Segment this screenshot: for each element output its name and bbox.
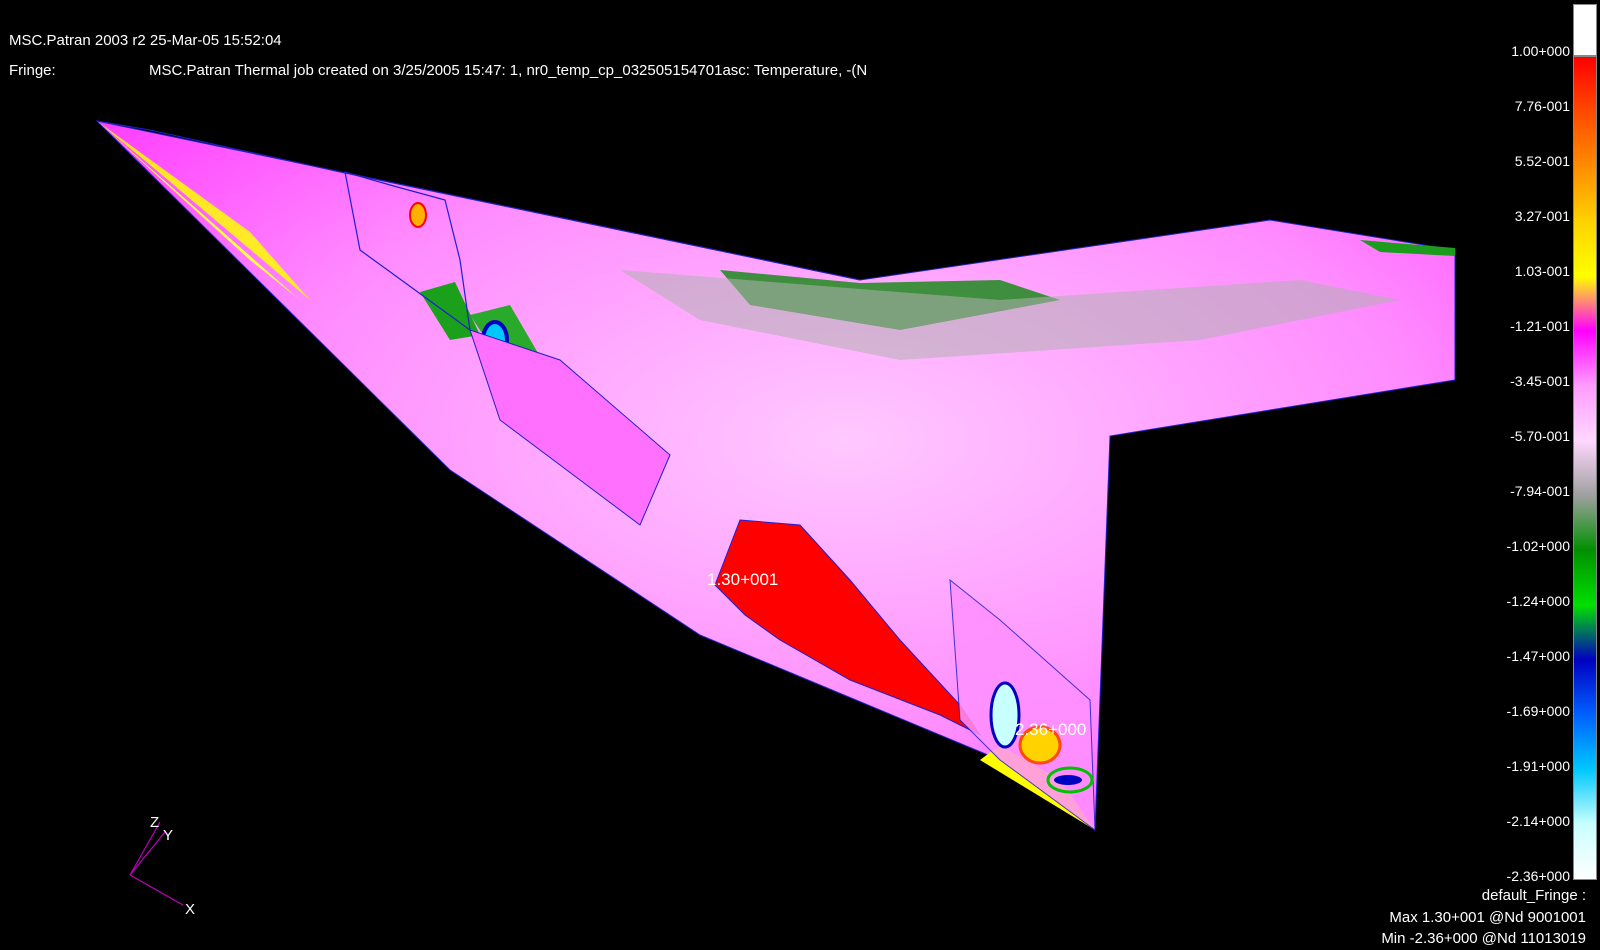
triad-z-label: Z [150, 814, 159, 831]
triad-y-label: Y [163, 827, 173, 844]
footer-min: Min -2.36+000 @Nd 11013019 [1381, 930, 1586, 947]
edge-outline [96, 120, 861, 281]
min-value-marker: 2.36+000 [1015, 720, 1086, 739]
green-wing-edge [1360, 240, 1455, 256]
footer-max: Max 1.30+001 @Nd 9001001 [1389, 909, 1586, 926]
triad-x-label: X [185, 901, 195, 918]
axis-triad: Z Y X [129, 814, 195, 918]
legend-tick-label: -2.36+000 [1506, 868, 1570, 884]
max-value-marker: 1.30+001 [707, 570, 778, 589]
fringe-colorbar [1573, 56, 1597, 880]
fringe-label: Fringe: [9, 62, 56, 79]
aft-blue-hotspot [989, 681, 1021, 749]
grey-upper-region [620, 270, 1400, 360]
legend-tick-label: 7.76-001 [1514, 98, 1570, 114]
legend-tick-label: -1.91+000 [1506, 758, 1570, 774]
legend-tick-label: -1.02+000 [1506, 538, 1570, 554]
app-version-line: MSC.Patran 2003 r2 25-Mar-05 15:52:04 [9, 32, 282, 49]
fuselage-surface [95, 120, 1456, 831]
legend-tick-label: -1.47+000 [1506, 648, 1570, 664]
legend-tick-label: 1.03-001 [1514, 263, 1570, 279]
aft-panel [949, 578, 1096, 832]
colorbar-top-cap [1573, 4, 1597, 56]
legend-tick-label: -1.69+000 [1506, 703, 1570, 719]
legend-tick-label: -1.24+000 [1506, 593, 1570, 609]
aft-green-ring [1046, 766, 1094, 794]
legend-tick-label: -5.70-001 [1510, 428, 1570, 444]
aft-yellow-hotspot [1018, 725, 1062, 765]
red-hot-region [714, 519, 982, 737]
legend-tick-label: 1.00+000 [1511, 43, 1570, 59]
aircraft-model[interactable] [95, 120, 1456, 832]
legend-tick-label: 3.27-001 [1514, 208, 1570, 224]
legend-tick-label: -1.21-001 [1510, 318, 1570, 334]
yellow-nose-region [97, 121, 300, 300]
aft-blue-small [1054, 775, 1082, 785]
fringe-description: MSC.Patran Thermal job created on 3/25/2… [149, 62, 868, 79]
green-inlet-region [420, 282, 480, 340]
legend-tick-label: 5.52-001 [1514, 153, 1570, 169]
legend-tick-label: -3.45-001 [1510, 373, 1570, 389]
footer-title: default_Fringe : [1481, 887, 1586, 904]
legend-tick-label: -7.94-001 [1510, 483, 1570, 499]
legend-tick-label: -2.14+000 [1506, 813, 1570, 829]
canopy-hotspot [409, 202, 427, 228]
canopy-outline [344, 171, 471, 332]
internal-panel [469, 329, 671, 526]
